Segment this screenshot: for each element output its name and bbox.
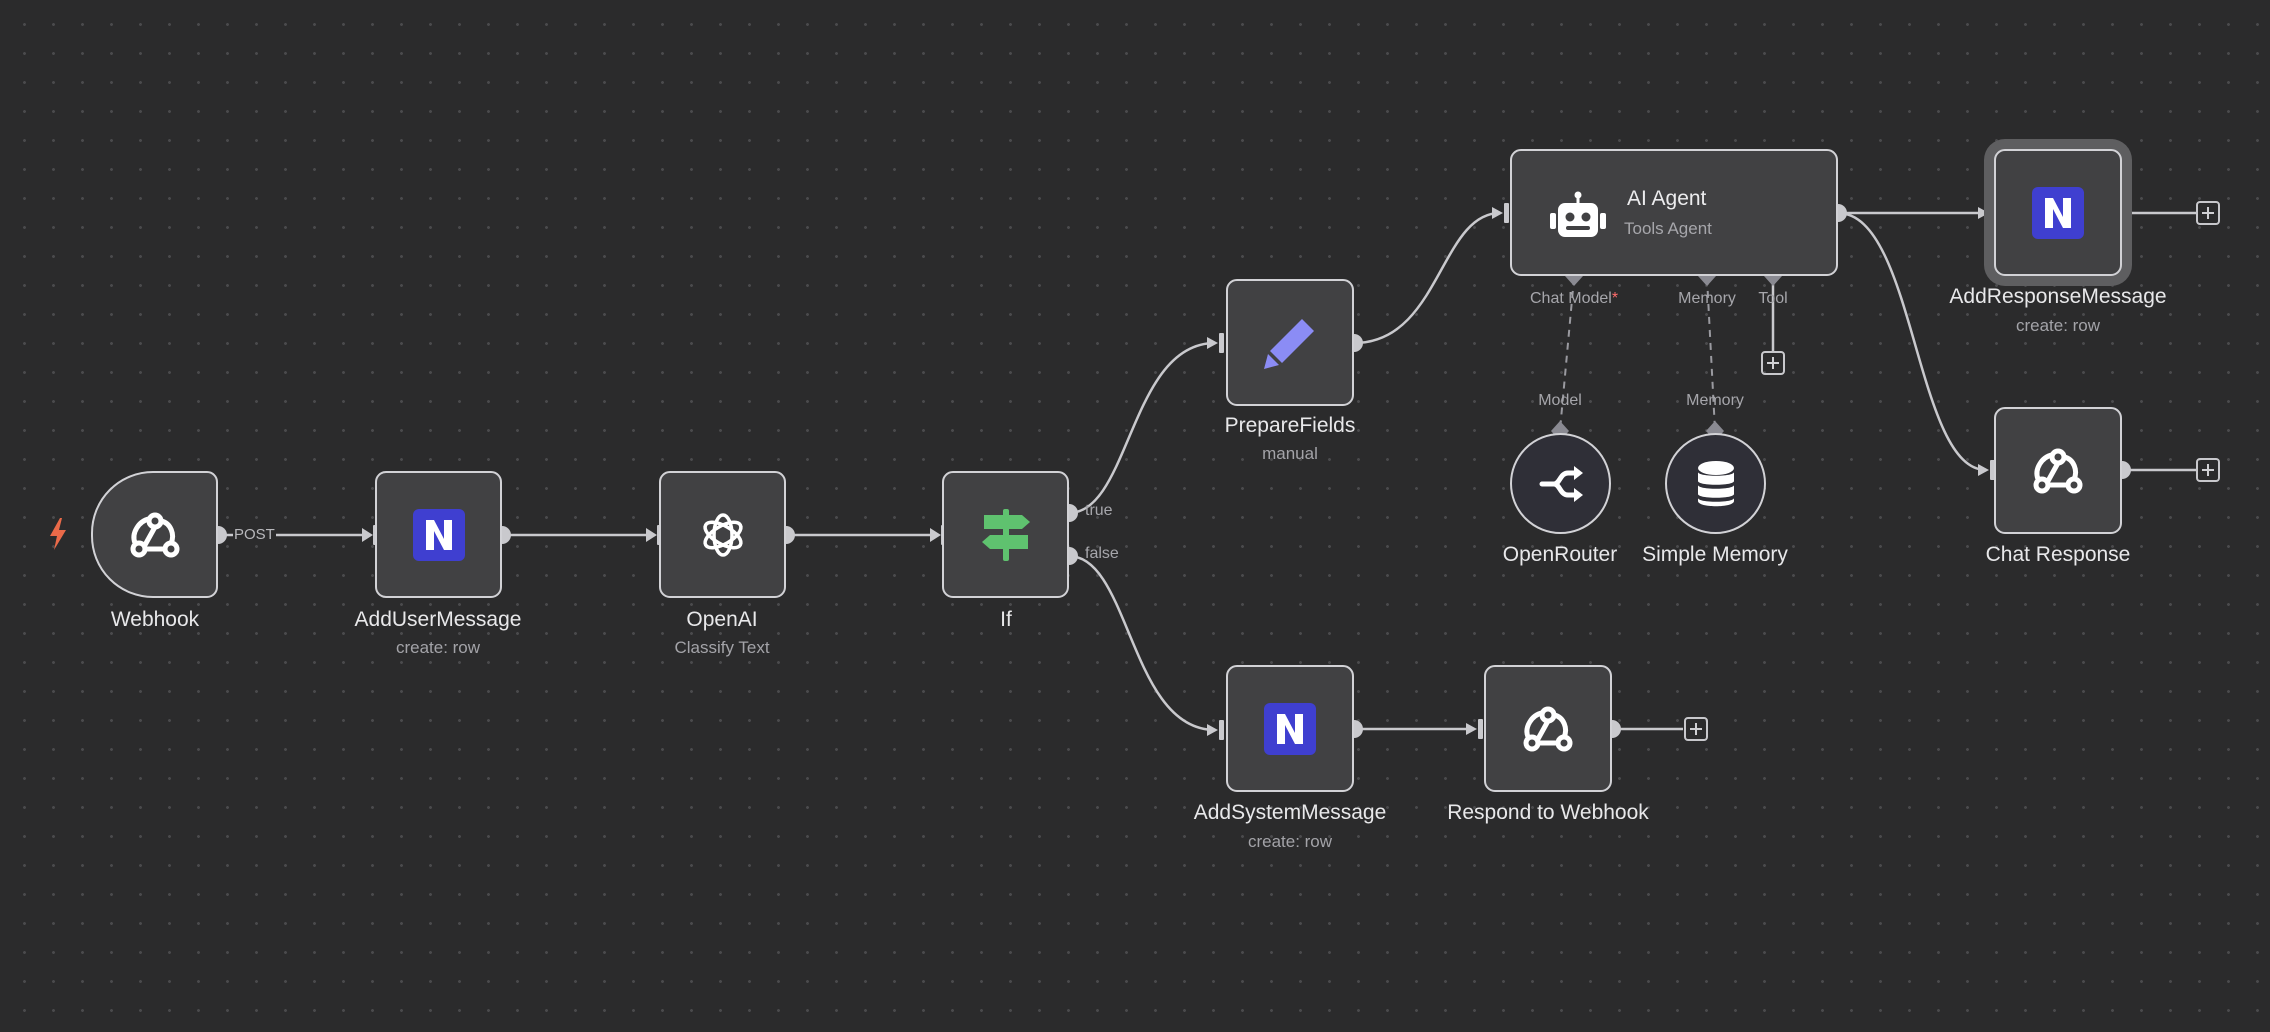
input-handle xyxy=(1219,333,1224,353)
node-label: If xyxy=(1000,608,1012,631)
connection-if-false-addsystem xyxy=(1068,554,1216,732)
webhook-icon xyxy=(1518,699,1578,759)
input-handle xyxy=(1504,203,1509,223)
database-icon xyxy=(1696,460,1736,507)
nocodb-icon xyxy=(2032,186,2084,239)
arrowhead xyxy=(930,528,941,542)
connection-preparefields-agent xyxy=(1353,211,1501,345)
input-handle xyxy=(1219,720,1224,740)
port-label-memory: Memory xyxy=(1678,290,1736,307)
arrowhead xyxy=(1207,724,1218,736)
connection-if-true-preparefields xyxy=(1068,341,1216,515)
arrowhead xyxy=(1466,723,1477,735)
node-add-user-message[interactable] xyxy=(375,471,502,598)
node-subtitle: create: row xyxy=(2015,316,2101,335)
node-subtitle: manual xyxy=(1262,444,1318,463)
node-chat-response[interactable] xyxy=(1994,407,2122,534)
arrowhead xyxy=(362,528,373,542)
node-subtitle: Tools Agent xyxy=(1624,219,1712,238)
node-label: PrepareFields xyxy=(1224,414,1356,437)
webhook-icon xyxy=(2028,441,2088,501)
openrouter-icon xyxy=(1538,461,1584,507)
node-label: Webhook xyxy=(110,608,200,631)
add-node-button[interactable] xyxy=(2196,458,2220,482)
add-node-button[interactable] xyxy=(1684,717,1708,741)
arrowhead xyxy=(646,528,657,542)
arrowhead xyxy=(1978,464,1989,476)
node-label: Simple Memory xyxy=(1642,543,1788,566)
webhook-icon xyxy=(125,505,185,565)
connection-agent-chatresponse xyxy=(1837,211,1987,472)
signpost-icon xyxy=(978,507,1034,563)
node-subtitle: Classify Text xyxy=(674,638,770,657)
nocodb-icon xyxy=(1264,702,1316,755)
add-tool-button[interactable] xyxy=(1761,351,1785,375)
node-add-system-message[interactable] xyxy=(1226,665,1354,792)
node-label: OpenRouter xyxy=(1502,543,1618,566)
node-openai[interactable] xyxy=(659,471,786,598)
node-label: AddSystemMessage xyxy=(1193,801,1387,824)
input-handle xyxy=(1478,719,1483,739)
node-label: Chat Response xyxy=(1985,543,2131,566)
input-handle xyxy=(1990,460,1995,480)
arrowhead xyxy=(1207,337,1218,349)
add-node-button[interactable] xyxy=(2196,201,2220,225)
node-label: Respond to Webhook xyxy=(1447,801,1649,824)
port-label-memory-out: Memory xyxy=(1686,392,1744,409)
node-respond-to-webhook[interactable] xyxy=(1484,665,1612,792)
input-handle xyxy=(1990,203,1995,223)
node-prepare-fields[interactable] xyxy=(1226,279,1354,406)
arrowhead xyxy=(1492,207,1503,219)
node-webhook[interactable] xyxy=(91,471,218,598)
edge-label-post: POST xyxy=(233,526,276,543)
node-subtitle: create: row xyxy=(395,638,481,657)
node-label: AI Agent xyxy=(1627,187,1707,210)
arrowhead xyxy=(1978,207,1989,219)
output-label-true: true xyxy=(1085,502,1113,519)
node-openrouter[interactable] xyxy=(1510,433,1611,534)
node-label: AddResponseMessage xyxy=(1949,285,2167,308)
node-ai-agent[interactable]: AI Agent Tools Agent xyxy=(1510,149,1838,276)
node-label: AddUserMessage xyxy=(354,608,522,631)
port-label-chat-model: Chat Model* xyxy=(1530,290,1619,307)
nocodb-icon xyxy=(412,508,465,561)
node-add-response-message[interactable] xyxy=(1994,149,2122,276)
node-simple-memory[interactable] xyxy=(1665,433,1766,534)
port-label-tool: Tool xyxy=(1758,290,1788,307)
port-label-model: Model xyxy=(1538,392,1582,409)
pencil-icon xyxy=(1262,315,1318,371)
node-subtitle: create: row xyxy=(1247,832,1333,851)
trigger-bolt-icon xyxy=(50,518,66,550)
openai-icon xyxy=(694,506,752,564)
output-label-false: false xyxy=(1085,545,1119,562)
robot-icon xyxy=(1550,191,1606,239)
node-if[interactable] xyxy=(942,471,1069,598)
node-label: OpenAI xyxy=(686,608,758,631)
